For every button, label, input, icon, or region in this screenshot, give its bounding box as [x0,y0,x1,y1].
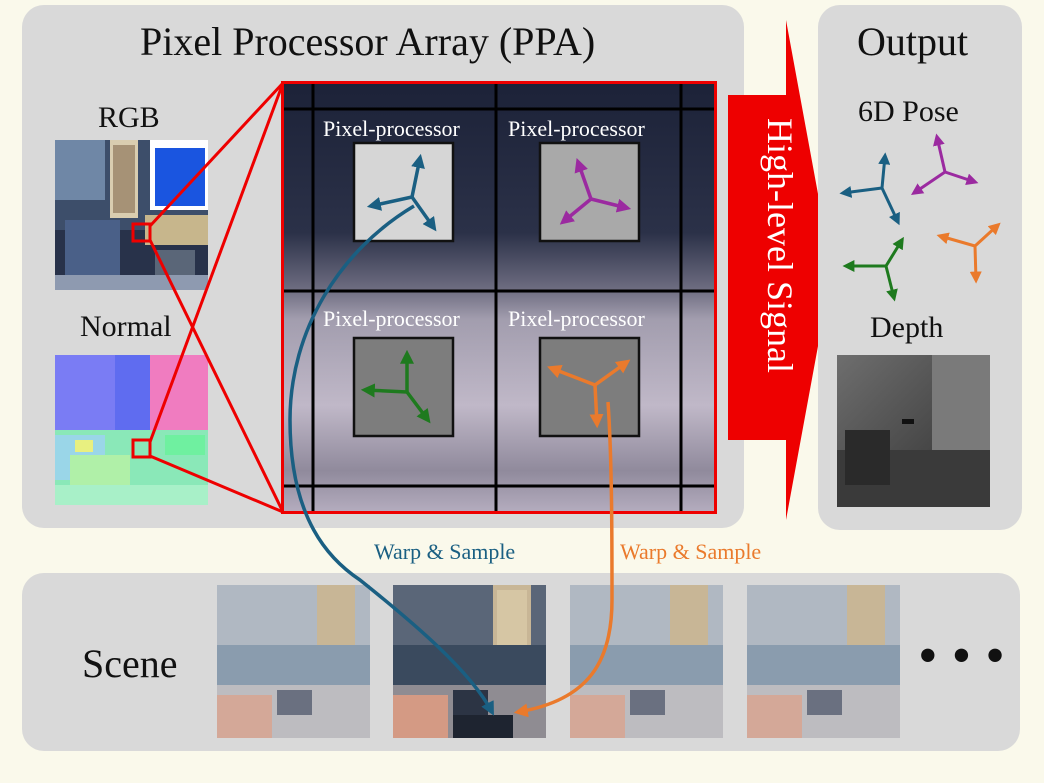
pose-icon-green [842,236,904,302]
pose-icon-purple [911,133,979,196]
pose-icon-orange [936,222,1001,284]
pose-icon-blue [839,152,900,226]
signal-label: High-level Signal [760,118,800,373]
depth-image [837,355,990,507]
processor-label-1: Pixel-processor [323,116,460,141]
normal-label: Normal [80,310,172,343]
warp-curve-blue [288,204,494,716]
normal-image [55,355,208,505]
processor-box-1 [352,141,455,243]
warp-label-orange: Warp & Sample [620,539,762,564]
scene-frame-3 [570,585,723,738]
processor-box-4 [538,336,641,438]
rgb-label: RGB [98,101,160,134]
scene-frame-4 [747,585,900,738]
scene-frame-2 [393,585,546,738]
rgb-image [55,140,208,290]
scene-label: Scene [82,641,178,686]
warp-label-blue: Warp & Sample [374,539,516,564]
processor-label-2: Pixel-processor [508,116,645,141]
warp-curve-orange [513,401,614,718]
pose-label: 6D Pose [858,95,959,128]
processor-label-4: Pixel-processor [508,306,645,331]
axis-icon-3 [360,349,431,424]
depth-label: Depth [870,311,944,344]
axis-icon-4 [547,359,631,429]
axis-icon-2 [559,158,632,225]
ppa-title: Pixel Processor Array (PPA) [140,19,596,64]
output-title: Output [857,19,969,64]
axis-icon-1 [366,153,437,232]
processor-label-3: Pixel-processor [323,306,460,331]
scene-frame-1 [217,585,370,738]
scene-ellipsis: • • • [918,625,1005,687]
signal-arrow [728,20,832,520]
